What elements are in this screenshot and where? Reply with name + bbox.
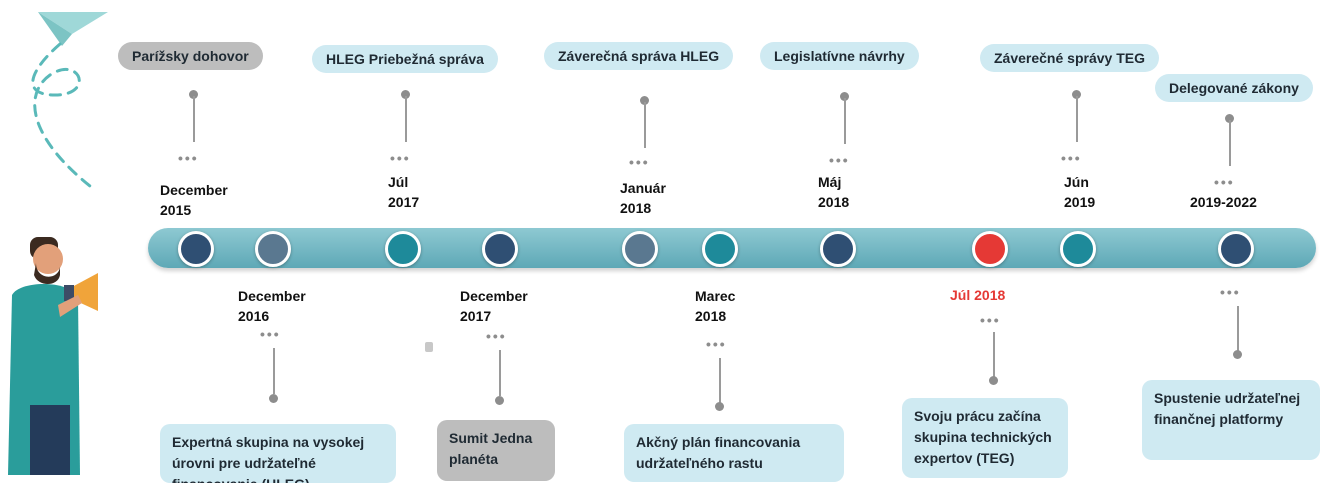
timeline-node	[820, 231, 856, 267]
connector-stem	[193, 96, 195, 142]
timeline-node	[1060, 231, 1096, 267]
event-date-highlight: Júl 2018	[944, 283, 1012, 307]
event-date: Máj 2018	[818, 174, 850, 210]
connector-stem	[993, 332, 995, 378]
ellipsis: •••	[706, 336, 727, 352]
event-label: Legislatívne návrhy	[760, 42, 919, 70]
event-date: December 2015	[160, 182, 228, 218]
connector-dot	[1225, 114, 1234, 123]
timeline-node	[385, 231, 421, 267]
timeline-node	[178, 231, 214, 267]
ellipsis: •••	[486, 328, 507, 344]
connector-stem	[844, 98, 846, 144]
marker-square	[425, 342, 433, 352]
paper-plane-icon	[31, 12, 108, 192]
connector-stem	[719, 358, 721, 404]
connector-dot	[715, 402, 724, 411]
connector-stem	[644, 102, 646, 148]
timeline-node-highlight	[972, 231, 1008, 267]
ellipsis: •••	[1220, 284, 1241, 300]
event-date: December 2017	[460, 288, 528, 324]
connector-stem	[273, 348, 275, 394]
event-date: December 2016	[238, 288, 306, 324]
connector-dot	[640, 96, 649, 105]
event-date: Marec 2018	[695, 288, 736, 324]
event-label: Záverečné správy TEG	[980, 44, 1159, 72]
connector-dot	[189, 90, 198, 99]
ellipsis: •••	[260, 326, 281, 342]
timeline-node	[1218, 231, 1254, 267]
event-description: Sumit Jedna planéta	[437, 420, 555, 481]
event-label: HLEG Priebežná správa	[312, 45, 498, 73]
connector-dot	[989, 376, 998, 385]
connector-stem	[499, 350, 501, 396]
event-label: Záverečná správa HLEG	[544, 42, 734, 70]
event-description: Akčný plán financovania udržateľného ras…	[624, 424, 844, 482]
connector-stem	[405, 96, 407, 142]
ellipsis: •••	[629, 154, 650, 170]
event-description: Expertná skupina na vysokej úrovni pre u…	[160, 424, 396, 483]
ellipsis: •••	[980, 312, 1001, 328]
event-description: Spustenie udržateľnej finančnej platform…	[1142, 380, 1320, 460]
connector-dot	[495, 396, 504, 405]
ellipsis: •••	[1061, 150, 1082, 166]
megaphone-person-icon	[8, 237, 98, 475]
connector-dot	[269, 394, 278, 403]
event-date: 2019-2022	[1190, 194, 1257, 210]
connector-stem	[1229, 120, 1231, 166]
event-label: Parížsky dohovor	[118, 42, 263, 70]
connector-stem	[1076, 96, 1078, 142]
timeline-node	[255, 231, 291, 267]
connector-dot	[1233, 350, 1242, 359]
timeline-node	[622, 231, 658, 267]
timeline-node	[702, 231, 738, 267]
connector-dot	[840, 92, 849, 101]
event-description: Svoju prácu začína skupina technických e…	[902, 398, 1068, 478]
ellipsis: •••	[829, 152, 850, 168]
event-date: Jún 2019	[1064, 174, 1096, 210]
connector-stem	[1237, 306, 1239, 352]
event-date: Júl 2017	[388, 174, 420, 210]
ellipsis: •••	[390, 150, 411, 166]
event-date: Január 2018	[620, 180, 666, 216]
connector-dot	[1072, 90, 1081, 99]
timeline-node	[482, 231, 518, 267]
connector-dot	[401, 90, 410, 99]
ellipsis: •••	[1214, 174, 1235, 190]
ellipsis: •••	[178, 150, 199, 166]
event-label: Delegované zákony	[1155, 74, 1313, 102]
